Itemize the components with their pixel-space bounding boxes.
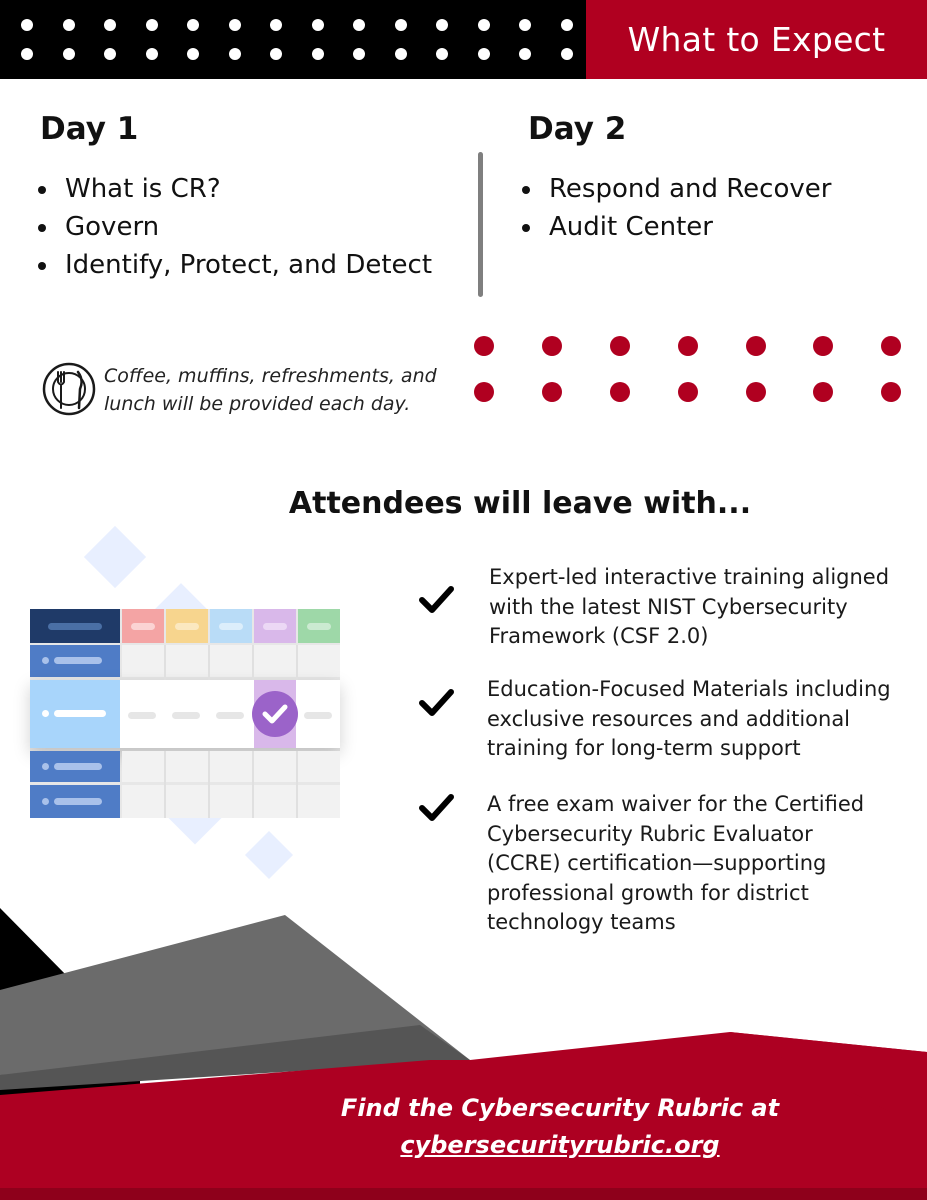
day2-topic: Audit Center <box>522 208 831 246</box>
grid-row-label <box>30 785 120 818</box>
decorative-dot <box>477 48 490 60</box>
decorative-dot <box>474 336 494 356</box>
day2-heading: Day 2 <box>528 111 627 147</box>
grid-header-cell <box>210 609 252 643</box>
decorative-dot <box>394 48 407 60</box>
day1-topic: Govern <box>38 208 432 246</box>
grid-header-cell <box>298 609 340 643</box>
decorative-dot <box>746 336 766 356</box>
decorative-dot <box>813 382 833 402</box>
decorative-dot <box>881 382 901 402</box>
grid-row-label <box>30 751 120 782</box>
decorative-diamond <box>83 525 147 589</box>
decorative-dot <box>62 48 75 60</box>
grid-header-cell <box>166 609 208 643</box>
decorative-dot <box>436 48 448 60</box>
day1-topic: Identify, Protect, and Detect <box>38 246 432 284</box>
grid-row-label <box>30 645 120 677</box>
decorative-dot <box>104 19 116 31</box>
decorative-dot <box>228 48 241 60</box>
checkmark-icon <box>419 689 454 716</box>
plate-cutlery-icon <box>42 362 96 416</box>
grid-header-cell <box>30 609 120 643</box>
day1-heading: Day 1 <box>40 111 139 147</box>
decorative-dot <box>474 382 494 402</box>
grid-row-cells <box>122 645 340 677</box>
decorative-dot <box>187 19 199 31</box>
decorative-dot <box>610 336 630 356</box>
checkmark-icon <box>419 586 454 613</box>
decorative-dot <box>104 48 116 60</box>
decorative-dot <box>678 382 698 402</box>
decorative-dot <box>353 48 365 60</box>
benefit-line: Education-Focused Materials including <box>487 677 891 701</box>
grid-header-cell <box>254 609 296 643</box>
decorative-dot <box>353 19 365 31</box>
decorative-dot <box>394 19 407 31</box>
grid-row-label <box>30 680 120 748</box>
decorative-dot <box>311 19 324 31</box>
decorative-dot <box>270 19 282 31</box>
benefit-line: (CCRE) certification—supporting <box>487 851 827 875</box>
decorative-dot <box>145 19 158 31</box>
decorative-dot <box>311 48 324 60</box>
day2-topic: Respond and Recover <box>522 170 831 208</box>
decorative-dot <box>542 382 562 402</box>
website-link[interactable]: cybersecurityrubric.org <box>400 1131 720 1159</box>
attendees-heading: Attendees will leave with... <box>288 486 752 521</box>
benefit-item: A free exam waiver for the Certified Cyb… <box>487 790 864 938</box>
decorative-dot <box>542 336 562 356</box>
benefit-line: Framework (CSF 2.0) <box>489 624 709 648</box>
benefit-line: exclusive resources and additional <box>487 706 851 731</box>
grid-row-cells <box>122 785 340 818</box>
decorative-dot <box>560 19 573 31</box>
benefit-item: Expert-led interactive training aligned … <box>489 563 889 652</box>
decorative-dot <box>678 336 698 356</box>
header-dotted-band <box>0 0 590 79</box>
day2-topic-list: Respond and Recover Audit Center <box>522 170 831 246</box>
decorative-dot <box>21 48 33 60</box>
decorative-dot <box>187 48 199 60</box>
decorative-dot <box>62 19 75 31</box>
grid-row-cells <box>122 751 340 782</box>
decorative-dot <box>519 48 531 60</box>
decorative-dot <box>519 19 531 31</box>
day-divider <box>478 152 483 297</box>
decorative-dot <box>813 336 833 356</box>
benefit-line: Cybersecurity Rubric Evaluator <box>487 821 813 846</box>
benefit-line: A free exam waiver for the Certified <box>487 792 865 816</box>
footer-geometric-shapes <box>0 908 927 1200</box>
benefit-line: Expert-led interactive training aligned <box>489 565 890 589</box>
benefit-item: Education-Focused Materials including ex… <box>487 675 891 764</box>
benefit-line: technology teams <box>487 910 676 934</box>
checkmark-icon <box>419 794 454 821</box>
decorative-dot <box>477 19 490 31</box>
day1-topic-list: What is CR? Govern Identify, Protect, an… <box>38 170 432 284</box>
benefit-line: professional growth for district <box>487 880 809 905</box>
page-title: What to Expect <box>627 20 886 59</box>
decorative-dot <box>436 19 448 31</box>
meals-note-line: lunch will be provided each day. <box>104 393 411 415</box>
meals-note: Coffee, muffins, refreshments, and lunch… <box>104 362 474 418</box>
footer-cta: Find the Cybersecurity Rubric at <box>340 1094 780 1122</box>
decorative-dot <box>746 382 766 402</box>
schedule-grid-checkmark-icon <box>30 609 340 818</box>
decorative-dot <box>881 336 901 356</box>
decorative-diamond <box>244 830 294 880</box>
decorative-dot <box>270 48 282 60</box>
header-title-box: What to Expect <box>586 0 927 79</box>
decorative-dot <box>610 382 630 402</box>
meals-note-line: Coffee, muffins, refreshments, and <box>104 365 437 387</box>
decorative-dot <box>21 19 33 31</box>
day1-topic: What is CR? <box>38 170 432 208</box>
benefit-line: training for long-term support <box>487 736 801 760</box>
grid-header-cell <box>122 609 164 643</box>
decorative-dot <box>560 48 573 60</box>
decorative-dot <box>228 19 241 31</box>
check-circle-icon <box>252 691 298 737</box>
decorative-dot <box>145 48 158 60</box>
benefit-line: with the latest NIST Cybersecurity <box>489 594 848 619</box>
